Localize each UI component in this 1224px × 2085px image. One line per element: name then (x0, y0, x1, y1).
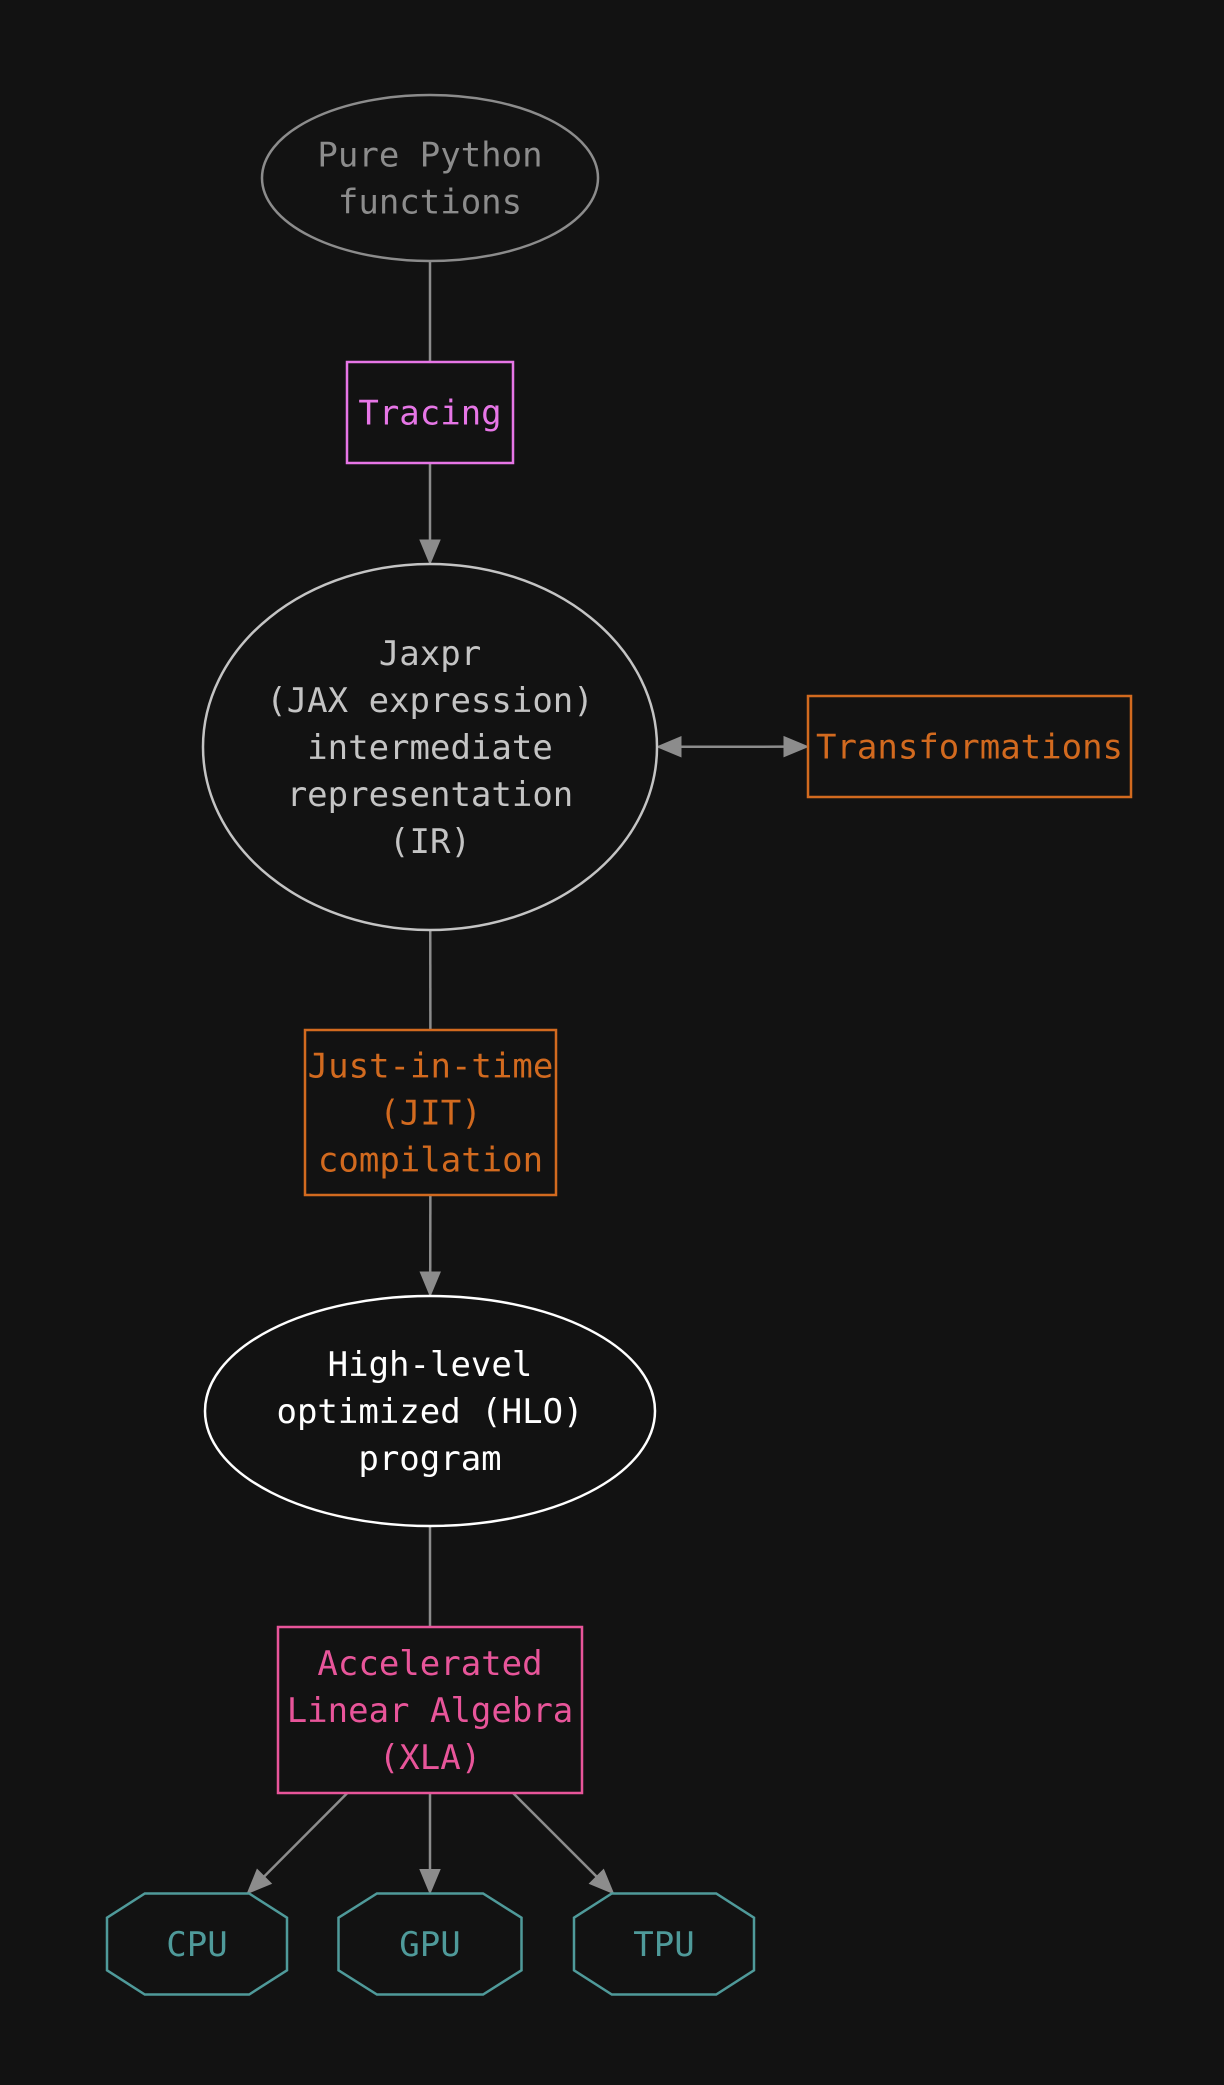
arrowhead (783, 735, 810, 758)
edge-xla-to-tpu (512, 1792, 615, 1895)
node-tpu: TPU (572, 1892, 756, 1996)
node-xla-shape (276, 1625, 584, 1795)
node-jaxpr-shape (201, 562, 659, 932)
node-cpu: CPU (105, 1892, 289, 1996)
node-cpu-shape (105, 1892, 289, 1996)
arrowhead (419, 1271, 441, 1298)
node-jit-label-line: compilation (318, 1141, 543, 1181)
node-gpu-label-line: GPU (399, 1925, 460, 1965)
node-tpu-shape (572, 1892, 756, 1996)
node-hlo: High-level optimized (HLO) program (203, 1294, 657, 1528)
node-jaxpr-label-line: (IR) (389, 822, 471, 862)
node-tpu-label-line: TPU (633, 1925, 694, 1965)
node-tracing-shape (345, 360, 515, 465)
edge-line (261, 1792, 349, 1879)
node-gpu: GPU (337, 1892, 523, 1996)
edge-xla-to-cpu (246, 1792, 349, 1895)
node-jaxpr-label-line: intermediate (307, 728, 553, 768)
node-transformations-shape (806, 694, 1133, 799)
node-source-shape (260, 93, 600, 263)
node-source: Pure Python functions (260, 93, 600, 263)
edge-line (512, 1792, 599, 1879)
node-hlo-shape (203, 1294, 657, 1528)
node-xla-label-line: Accelerated (317, 1644, 542, 1684)
node-source-label-line: Pure Python (317, 136, 542, 176)
node-tracing-label-line: Tracing (358, 394, 501, 434)
edge-tracing-to-jaxpr (419, 463, 441, 566)
edge-jaxpr-to-transformations (655, 735, 810, 758)
node-jaxpr-label-line: representation (287, 775, 574, 815)
arrowhead (655, 736, 682, 758)
node-transformations: Transformations (806, 694, 1133, 799)
node-jit-label-line: Just-in-time (308, 1047, 554, 1087)
arrowhead (246, 1868, 273, 1895)
node-source-label-line: functions (338, 183, 522, 223)
node-transformations-label-line: Transformations (816, 728, 1123, 768)
node-jaxpr-label-line: Jaxpr (379, 634, 481, 674)
node-hlo-label-line: optimized (HLO) (276, 1392, 583, 1432)
node-hlo-label-line: High-level (328, 1345, 533, 1385)
node-xla-label-line: Linear Algebra (287, 1691, 574, 1731)
arrowhead (588, 1868, 615, 1895)
node-jit-shape (303, 1028, 558, 1197)
edge-jit-to-hlo (419, 1194, 441, 1298)
node-jit-label-line: (JIT) (379, 1094, 481, 1134)
node-jaxpr: Jaxpr (JAX expression) intermediate represe… (201, 562, 659, 932)
node-tracing: Tracing (345, 360, 515, 465)
edge-xla-to-gpu (419, 1793, 441, 1895)
node-cpu-label-line: CPU (166, 1925, 227, 1965)
arrowhead (419, 539, 441, 566)
node-jaxpr-label-line: (JAX expression) (266, 681, 594, 721)
edges-layer (246, 261, 810, 1895)
node-gpu-shape (337, 1892, 523, 1996)
node-hlo-label-line: program (358, 1439, 501, 1479)
arrowhead (419, 1869, 441, 1895)
node-jit: Just-in-time (JIT) compilation (303, 1028, 558, 1197)
node-xla-label-line: (XLA) (379, 1738, 481, 1778)
